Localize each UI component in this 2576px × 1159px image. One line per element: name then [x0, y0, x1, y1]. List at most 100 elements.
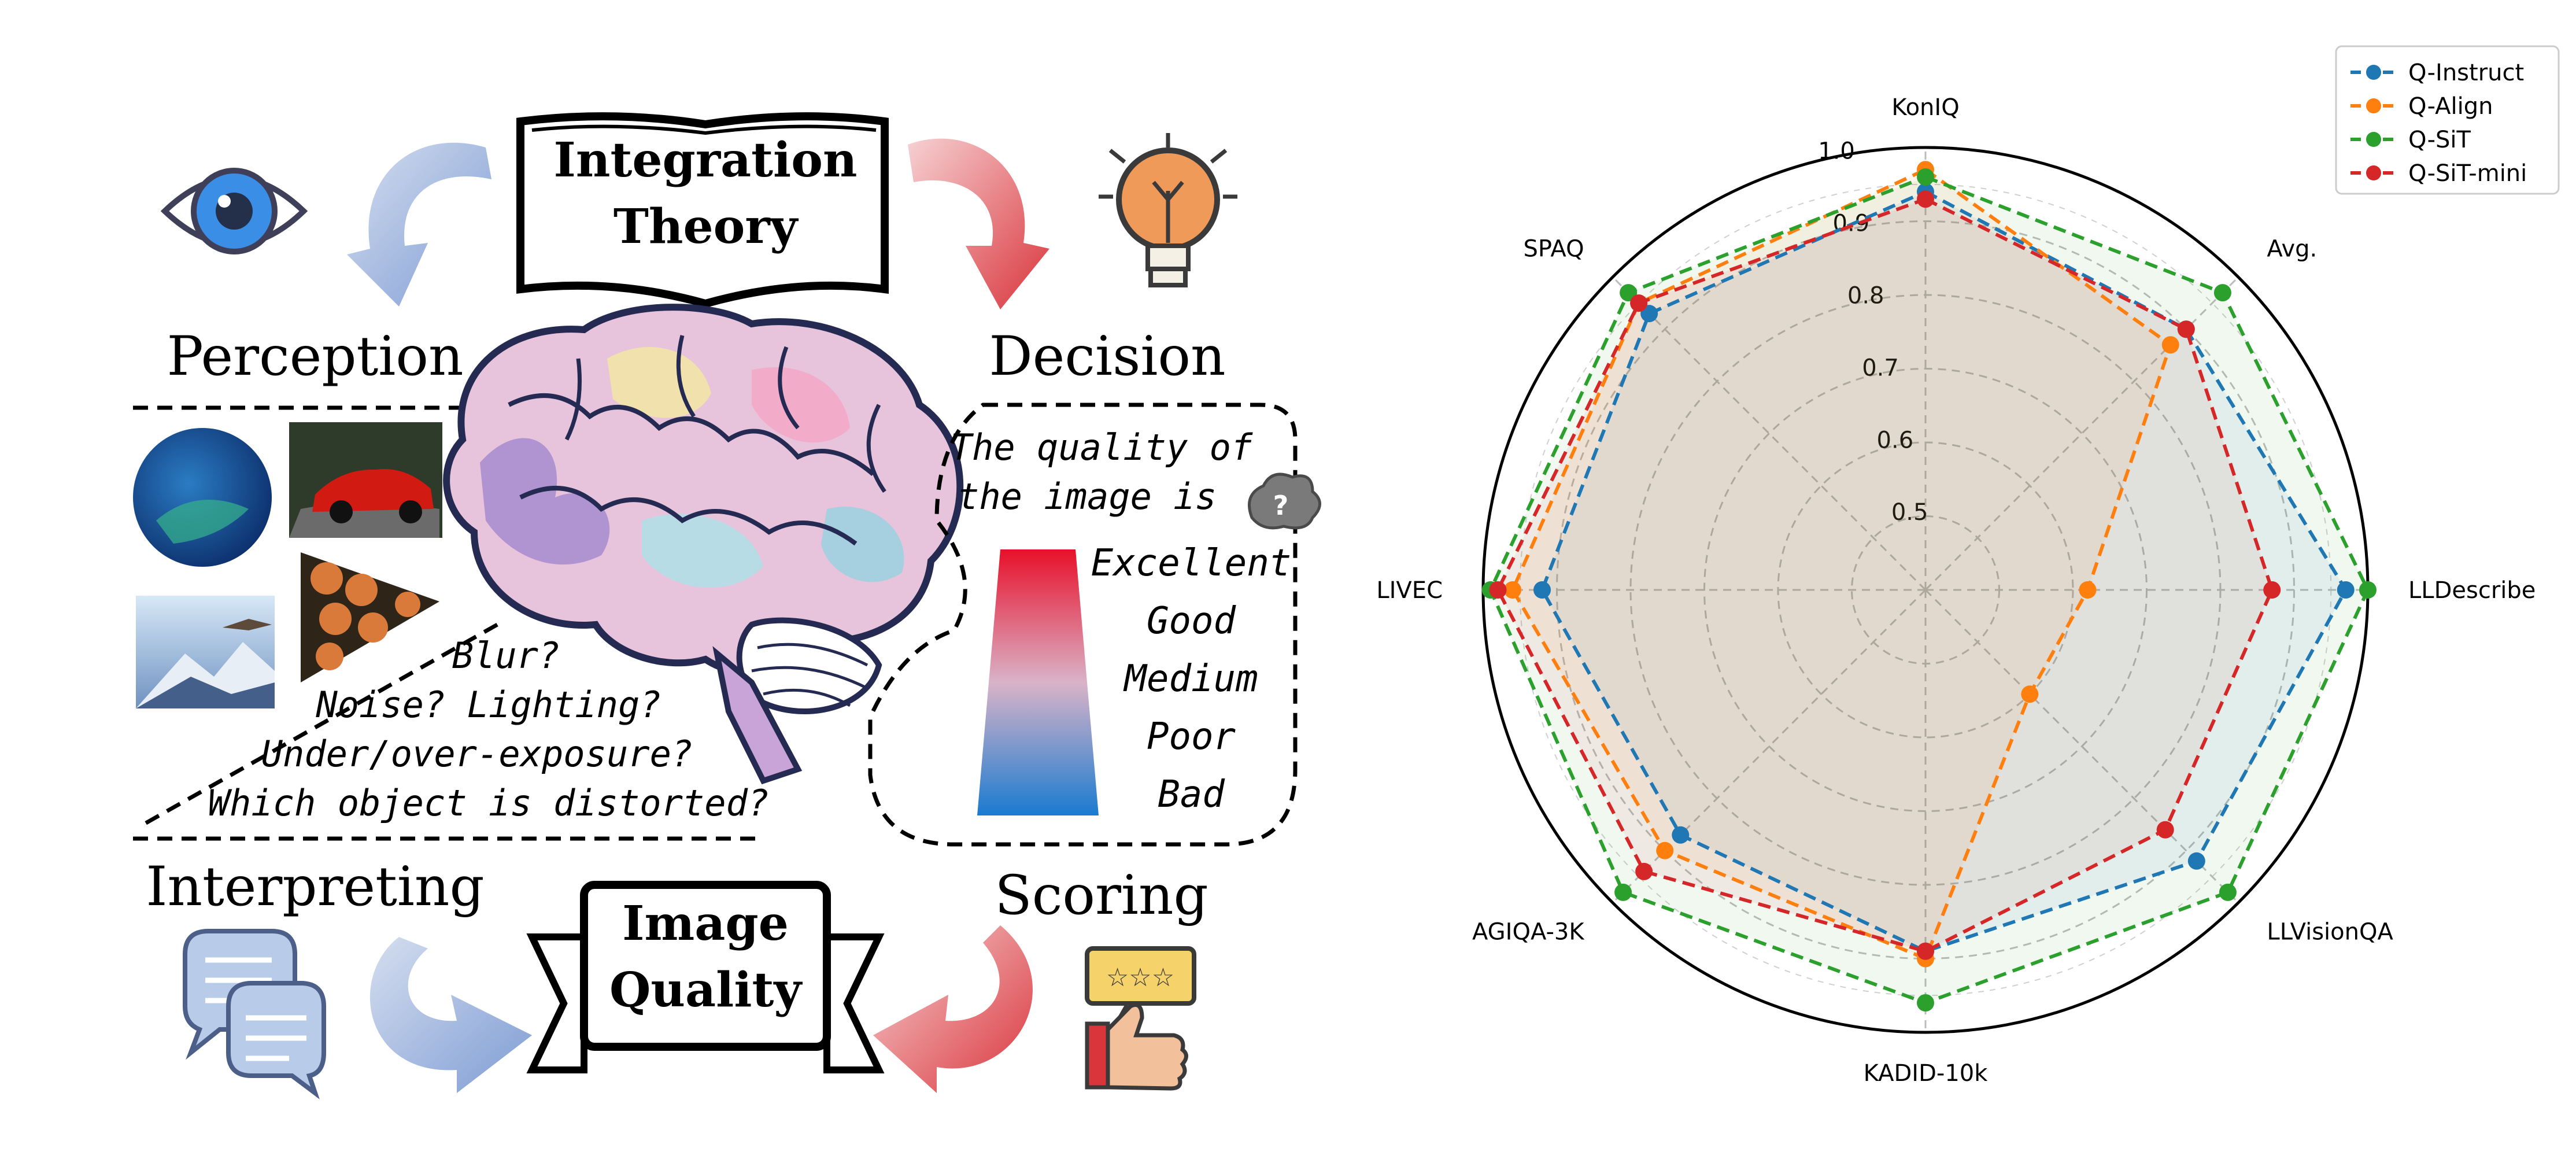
lightbulb-icon: [1099, 133, 1237, 287]
question-diagonal-divider: [138, 622, 498, 829]
thought-line-2: the image is: [958, 475, 1217, 518]
quality-line-2: Quality: [609, 962, 803, 1018]
question-cloud-icon: ?: [1248, 473, 1321, 530]
image-quality-banner: Image Quality: [526, 881, 885, 1073]
decision-label: Decision: [989, 325, 1225, 388]
radar-data-point: [1635, 862, 1653, 880]
theory-title-line2: Theory: [613, 199, 799, 254]
perception-label: Perception: [167, 325, 463, 388]
radar-data-point: [1672, 826, 1690, 844]
radar-data-point: [2213, 284, 2231, 302]
radar-chart: 0.50.60.70.80.91.0 KonIQAvg.LLDescribeLL…: [1376, 45, 2560, 1087]
radar-data-point: [2177, 320, 2195, 338]
radar-axis-label: KADID-10k: [1864, 1060, 1989, 1087]
chat-bubbles-icon: [183, 929, 326, 1099]
curved-arrow-icon: [908, 138, 1049, 309]
radar-data-point: [2263, 581, 2281, 599]
radar-data-point: [2156, 821, 2174, 839]
radar-data-point: [1656, 841, 1674, 859]
radar-tick-label: 0.8: [1847, 282, 1884, 309]
radar-tick-label: 1.0: [1818, 138, 1855, 164]
legend-marker: [2366, 165, 2381, 180]
radar-axis-label: LIVEC: [1376, 577, 1443, 604]
radar-data-point: [2187, 852, 2205, 870]
curved-arrow-icon: [369, 937, 532, 1093]
interpreting-label: Interpreting: [146, 855, 484, 918]
radar-data-point: [2161, 336, 2179, 354]
question-line-2: Noise? Lighting?: [315, 684, 661, 726]
legend-marker: [2366, 132, 2381, 147]
grade-medium: Medium: [1123, 658, 1258, 700]
radar-axis-label: Avg.: [2267, 236, 2317, 263]
radar-data-point: [2021, 685, 2039, 703]
quality-gradient-bar: [977, 549, 1099, 815]
radar-axis-label: LLVisionQA: [2267, 918, 2393, 945]
radar-data-point: [1533, 581, 1551, 599]
radar-axis-label: LLDescribe: [2408, 577, 2536, 604]
sample-image-food: [301, 552, 439, 682]
radar-tick-label: 0.5: [1891, 499, 1928, 526]
brain-icon: [443, 304, 964, 785]
question-line-4: Which object is distorted?: [208, 782, 770, 824]
radar-axis-label: SPAQ: [1523, 236, 1584, 263]
legend-marker: [2366, 98, 2381, 113]
radar-axis-label: AGIQA-3K: [1472, 918, 1585, 945]
radar-data-point: [1630, 294, 1648, 312]
thought-line-1: The quality of: [951, 426, 1253, 468]
radar-data-point: [2337, 581, 2355, 599]
radar-series-fill: [1513, 169, 2171, 959]
radar-series-lines: [1481, 161, 2377, 1012]
legend-label: Q-SiT-mini: [2408, 160, 2527, 187]
diagram-canvas: Integration Theory Perception Decision: [133, 112, 1321, 1099]
legend-label: Q-Align: [2408, 93, 2493, 120]
radar-series-fill: [1498, 199, 2272, 951]
sample-image-mountain: [136, 596, 275, 708]
thumbs-up-rating-icon: ☆☆☆: [1085, 946, 1196, 1091]
curved-arrow-icon: [873, 925, 1033, 1093]
scoring-label: Scoring: [995, 864, 1208, 927]
integration-theory-book: Integration Theory: [516, 112, 889, 308]
radar-series-line: [1540, 190, 2348, 954]
radar-grid-ring: [1777, 441, 2074, 739]
grade-excellent: Excellent: [1091, 542, 1292, 585]
radar-series-line: [1496, 197, 2274, 954]
legend-marker: [2366, 65, 2381, 80]
radar-spoke: [1924, 589, 2239, 903]
radar-data-point: [1489, 581, 1507, 599]
radar-tick-label: 0.6: [1877, 427, 1914, 453]
curved-arrow-icon: [347, 142, 491, 307]
sample-image-earth: [133, 428, 272, 567]
radar-series-fill: [1542, 191, 2346, 951]
radar-tick-label: 0.7: [1862, 355, 1899, 381]
grade-good: Good: [1147, 600, 1237, 643]
radar-series-fills: [1490, 169, 2368, 1003]
radar-data-point: [1614, 883, 1632, 901]
question-mark: ?: [1273, 490, 1289, 521]
thought-bubble: [868, 403, 1298, 847]
grade-poor: Poor: [1147, 715, 1236, 758]
radar-data-point: [1917, 190, 1934, 208]
radar-axis-label: KonIQ: [1891, 94, 1959, 121]
legend-box: [2335, 45, 2560, 195]
radar-data-point: [1917, 168, 1934, 186]
radar-series-line: [1510, 167, 2173, 961]
theory-title-line1: Integration: [553, 132, 857, 188]
radar-data-point: [1504, 581, 1521, 599]
radar-data-point: [2219, 883, 2237, 901]
quality-line-1: Image: [622, 896, 789, 951]
question-line-3: Under/over-exposure?: [261, 733, 693, 775]
legend-label: Q-SiT: [2408, 127, 2471, 153]
legend-label: Q-Instruct: [2408, 60, 2524, 86]
radar-data-point: [1917, 942, 1934, 960]
radar-grid-ring: [1703, 368, 2148, 812]
svg-text:☆☆☆: ☆☆☆: [1106, 963, 1174, 992]
radar-series-fill: [1490, 177, 2368, 1003]
radar-data-point: [2359, 581, 2377, 599]
radar-data-point: [1917, 994, 1934, 1012]
radar-data-point: [2079, 581, 2097, 599]
integration-theory-diagram: Integration Theory Perception Decision: [133, 112, 1321, 1099]
grade-bad: Bad: [1158, 773, 1225, 816]
eye-icon: [160, 168, 308, 254]
